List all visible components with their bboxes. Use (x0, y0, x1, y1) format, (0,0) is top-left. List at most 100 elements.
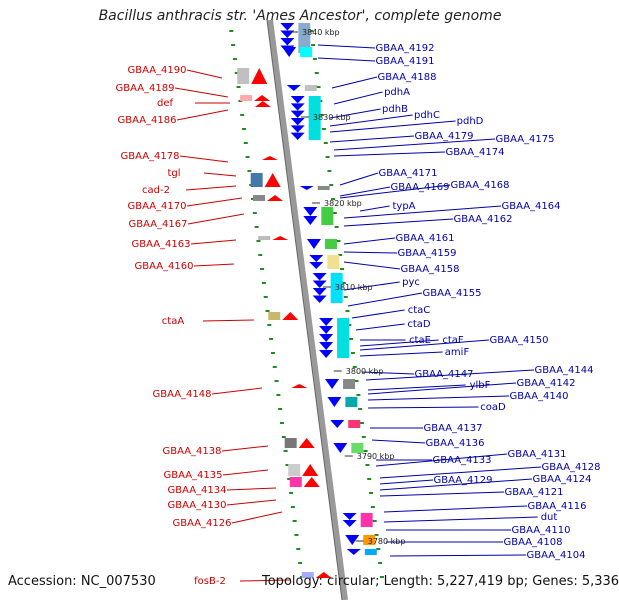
marker-tick (245, 156, 250, 158)
marker-tick (345, 310, 350, 312)
leader-line (347, 292, 423, 307)
marker-tick (234, 72, 239, 74)
genome-backbone-edge (266, 19, 343, 600)
gene-arrow-reverse (319, 334, 334, 342)
marker-tick (374, 534, 379, 536)
gene-label: GBAA_4142 (516, 378, 575, 389)
marker-tick (279, 422, 284, 424)
gene-label: GBAA_4161 (395, 233, 454, 244)
leader-line (329, 114, 413, 127)
leader-line (202, 319, 255, 322)
gene-box (308, 96, 321, 140)
leader-line (361, 371, 415, 375)
leader-line (331, 76, 378, 89)
gene-label: GBAA_4164 (501, 201, 560, 212)
gene-label: GBAA_4108 (503, 537, 562, 548)
marker-tick (316, 86, 321, 88)
gene-arrow-reverse (345, 535, 360, 545)
marker-tick (363, 450, 368, 452)
marker-tick (354, 380, 359, 382)
leader-line (329, 135, 415, 143)
leader-line (343, 261, 401, 270)
leader-line (333, 151, 446, 157)
gene-label: GBAA_4104 (526, 550, 585, 561)
marker-tick (260, 268, 265, 270)
gene-label: GBAA_4134 (167, 485, 226, 496)
gene-box (337, 318, 350, 358)
leader-line (379, 491, 505, 497)
gene-label: GBAA_4110 (511, 525, 570, 536)
gene-box (301, 572, 314, 578)
gene-arrow-reverse (290, 125, 305, 133)
marker-tick (341, 282, 346, 284)
ruler-label: 3840 kbp (302, 28, 340, 37)
leader-line (359, 351, 443, 357)
gene-box (360, 513, 373, 527)
marker-tick (359, 422, 364, 424)
marker-tick (256, 240, 261, 242)
gene-arrow-reverse (280, 23, 295, 31)
gene-arrow-reverse (342, 513, 357, 520)
marker-tick (270, 352, 275, 354)
marker-tick (278, 408, 283, 410)
leader-line (187, 213, 245, 225)
tick-markers (229, 30, 384, 578)
marker-tick (240, 114, 245, 116)
gene-label: GBAA_4155 (422, 288, 481, 299)
leader-line (343, 251, 398, 254)
ruler-label: 3830 kbp (313, 113, 351, 122)
gene-box (258, 236, 271, 240)
leader-line (239, 579, 291, 582)
marker-tick (309, 30, 314, 32)
ruler-label: 3800 kbp (346, 367, 384, 376)
gene-box (268, 312, 281, 320)
gene-label: dut (541, 512, 558, 523)
gene-arrow-reverse (286, 85, 301, 91)
leader-line (383, 505, 528, 513)
leader-line (355, 323, 405, 331)
leader-line (317, 44, 376, 49)
gene-label: pdhA (384, 87, 410, 98)
leader-line (211, 387, 263, 395)
gene-label: ctaC (408, 305, 431, 316)
marker-tick (378, 562, 383, 564)
marker-tick (312, 58, 317, 60)
gene-label: tgl (167, 168, 180, 179)
gene-label: GBAA_4178 (120, 151, 179, 162)
marker-tick (287, 478, 292, 480)
gene-label: GBAA_4186 (117, 115, 176, 126)
gene-arrow-reverse (290, 132, 305, 140)
gene-label: GBAA_4192 (375, 43, 434, 54)
marker-tick (370, 506, 375, 508)
gene-arrow-forward (264, 173, 281, 187)
leader-line (186, 69, 223, 79)
gene-arrow-reverse (333, 443, 348, 453)
marker-tick (241, 128, 246, 130)
marker-tick (372, 520, 377, 522)
gene-arrow-forward (291, 384, 308, 388)
marker-tick (229, 30, 234, 32)
marker-tick (340, 268, 345, 270)
gene-label: GBAA_4162 (453, 214, 512, 225)
gene-arrow-forward (261, 156, 278, 160)
marker-tick (352, 366, 357, 368)
gene-box (351, 443, 364, 453)
marker-tick (365, 464, 370, 466)
leader-line (379, 479, 434, 485)
gene-label: GBAA_4158 (400, 264, 459, 275)
leader-line (226, 487, 277, 491)
marker-tick (369, 492, 374, 494)
gene-box (284, 438, 297, 448)
leader-line (333, 91, 383, 105)
leader-line (389, 554, 527, 557)
gene-arrow-forward (254, 101, 271, 107)
gene-label: GBAA_4179 (414, 131, 473, 142)
marker-tick (267, 324, 272, 326)
marker-tick (332, 212, 337, 214)
marker-tick (358, 408, 363, 410)
gene-label: GBAA_4138 (162, 446, 221, 457)
ruler-label: 3790 kbp (357, 452, 395, 461)
marker-tick (265, 310, 270, 312)
gene-arrow-reverse (290, 110, 305, 118)
